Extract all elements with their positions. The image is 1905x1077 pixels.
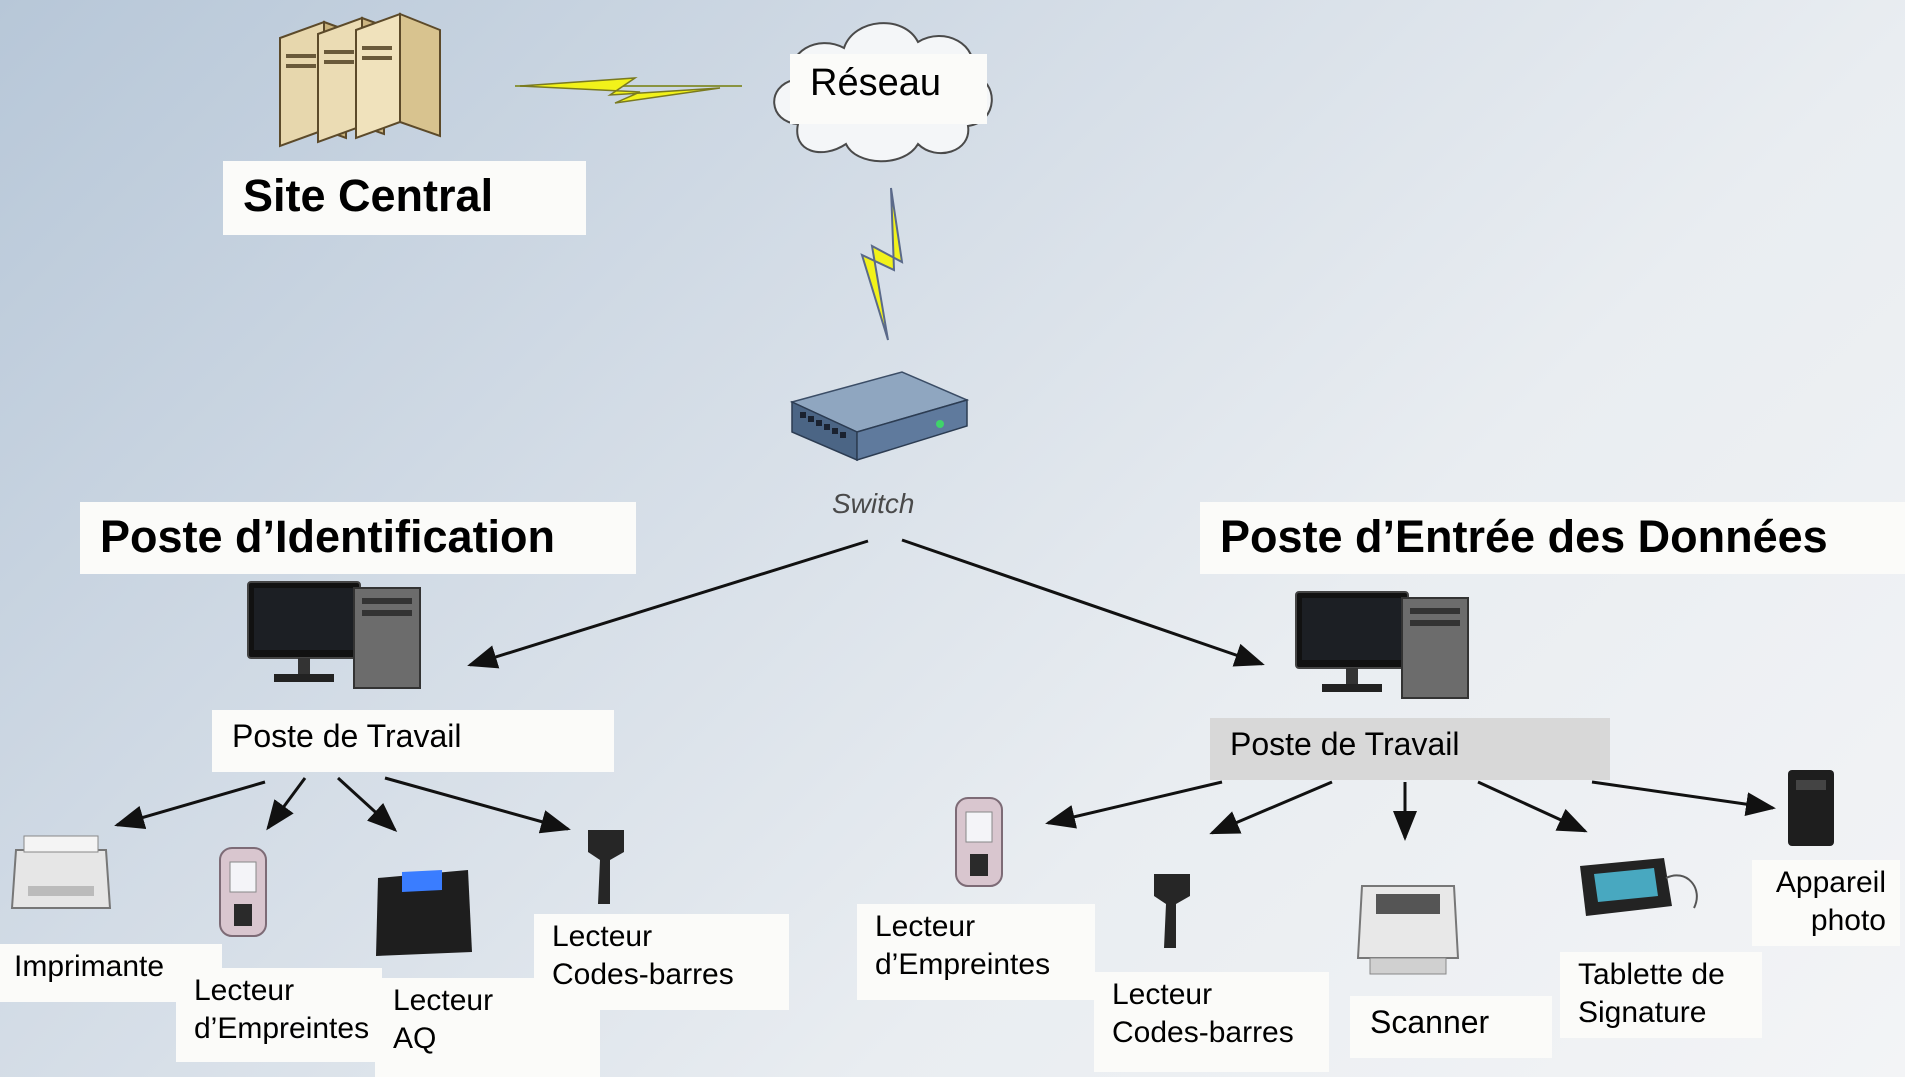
right-barcode-scanner-icon xyxy=(1154,874,1190,948)
left-fingerprint-label: Lecteur d’Empreintes xyxy=(176,968,382,1062)
right-fingerprint-label: Lecteur d’Empreintes xyxy=(857,904,1095,1000)
signature-label-line-1: Tablette de xyxy=(1578,958,1725,991)
right-fingerprint-label-line-1: Lecteur xyxy=(875,910,976,943)
wireless-link-horizontal xyxy=(515,77,742,104)
arrow-to-left-barcode xyxy=(384,776,571,834)
signature-label-line-2: Signature xyxy=(1578,996,1707,1029)
switch-label: Switch xyxy=(832,488,915,519)
camera-icon xyxy=(1788,770,1834,846)
right-fingerprint-reader-icon xyxy=(955,797,1003,887)
right-workstation-label: Poste de Travail xyxy=(1210,718,1610,780)
scanner-label: Scanner xyxy=(1350,996,1552,1058)
poste-identification-title: Poste d’Identification xyxy=(80,502,636,574)
aq-reader-icon xyxy=(376,870,472,956)
left-fingerprint-reader-icon xyxy=(219,847,267,937)
arrow-switch-to-entree xyxy=(901,538,1265,667)
server-stack-icon xyxy=(279,12,441,148)
camera-label-line-2: photo xyxy=(1810,904,1886,937)
arrow-to-right-fingerprint xyxy=(1045,780,1223,829)
arrow-to-camera xyxy=(1591,780,1776,817)
camera-label: Appareil photo xyxy=(1752,860,1900,946)
right-fingerprint-label-line-2: d’Empreintes xyxy=(875,948,1051,981)
left-barcode-label-line-1: Lecteur xyxy=(552,920,653,953)
arrow-to-signature xyxy=(1477,780,1588,833)
arrow-to-right-barcode xyxy=(1209,780,1333,835)
left-barcode-label: Lecteur Codes-barres xyxy=(534,914,789,1010)
left-fingerprint-label-line-2: d’Empreintes xyxy=(194,1012,370,1045)
left-workstation-label: Poste de Travail xyxy=(212,710,614,772)
arrow-to-printer xyxy=(114,780,266,829)
left-barcode-label-line-2: Codes-barres xyxy=(552,958,734,991)
printer-icon xyxy=(10,835,112,909)
aq-label-line-2: AQ xyxy=(393,1022,437,1055)
aq-label-line-1: Lecteur xyxy=(393,984,494,1017)
signature-tablet-label: Tablette de Signature xyxy=(1560,952,1762,1038)
right-barcode-label: Lecteur Codes-barres xyxy=(1094,972,1329,1072)
right-barcode-label-line-1: Lecteur xyxy=(1112,978,1213,1011)
left-desktop-computer-icon xyxy=(247,581,421,689)
right-barcode-label-line-2: Codes-barres xyxy=(1112,1016,1294,1049)
right-desktop-computer-icon xyxy=(1295,591,1469,699)
arrow-switch-to-identification xyxy=(467,539,869,669)
reseau-label: Réseau xyxy=(790,54,987,124)
camera-label-line-1: Appareil xyxy=(1775,866,1886,899)
printer-label-line-1: Imprimante xyxy=(14,950,165,983)
left-fingerprint-label-line-1: Lecteur xyxy=(194,974,295,1007)
network-switch-icon xyxy=(789,371,970,462)
scanner-label-line-1: Scanner xyxy=(1370,1004,1490,1040)
left-barcode-scanner-icon xyxy=(588,830,624,904)
site-central-label: Site Central xyxy=(223,161,586,235)
poste-entree-title: Poste d’Entrée des Données xyxy=(1200,502,1905,574)
signature-tablet-icon xyxy=(1580,858,1698,916)
arrow-to-left-fingerprint xyxy=(266,777,307,831)
arrow-to-aq xyxy=(336,776,398,833)
wireless-link-vertical xyxy=(860,187,904,341)
document-scanner-icon xyxy=(1356,885,1460,975)
